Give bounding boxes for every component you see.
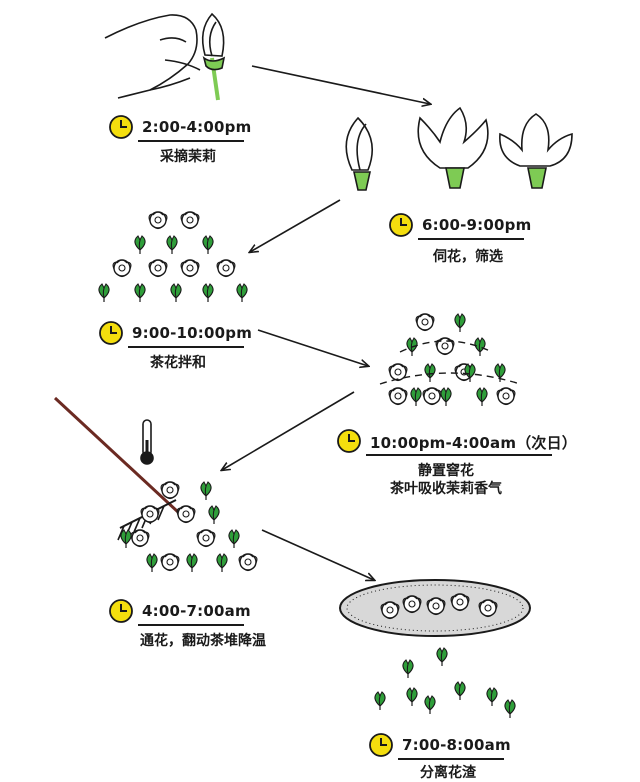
tea-leaf-icon: [98, 283, 110, 303]
jasmine-flower-icon: [140, 505, 160, 524]
tea-leaf-icon: [134, 235, 146, 255]
tea-leaf-icon: [374, 691, 386, 711]
tea-leaf-icon: [424, 695, 436, 715]
jasmine-flower-icon: [388, 387, 408, 406]
tea-leaf-icon: [186, 553, 198, 573]
jasmine-flower-icon: [160, 481, 180, 500]
tea-leaf-icon: [436, 647, 448, 667]
flow-arrow: [251, 65, 430, 104]
tea-leaf-icon: [120, 529, 132, 549]
jasmine-flower-icon: [426, 597, 446, 616]
jasmine-flower-icon: [130, 529, 150, 548]
jasmine-flower-icon: [402, 595, 422, 614]
flow-arrow: [261, 529, 374, 580]
jasmine-flower-icon: [148, 211, 168, 230]
tea-leaf-icon: [504, 699, 516, 719]
step-4-desc-2: 茶叶吸收茉莉香气: [390, 481, 502, 497]
tea-leaf-icon: [236, 283, 248, 303]
jasmine-flower-icon: [496, 387, 516, 406]
step-2-time: 6:00-9:00pm: [422, 216, 532, 234]
tea-leaf-icon: [410, 387, 422, 407]
jasmine-flower-icon: [196, 529, 216, 548]
tea-leaf-icon: [486, 687, 498, 707]
tea-leaf-icon: [228, 529, 240, 549]
jasmine-flower-icon: [180, 259, 200, 278]
clock-icon: [109, 599, 133, 623]
mixing-path: [379, 372, 521, 385]
jasmine-flower-icon: [478, 599, 498, 618]
tea-leaf-icon: [474, 337, 486, 357]
jasmine-flower-icon: [160, 553, 180, 572]
tea-leaf-icon: [146, 553, 158, 573]
tea-leaf-icon: [216, 553, 228, 573]
tea-leaf-icon: [402, 659, 414, 679]
step-2-desc: 伺花，筛选: [433, 249, 503, 265]
mixing-path: [399, 340, 493, 353]
jasmine-flower-icon: [216, 259, 236, 278]
tea-leaf-icon: [454, 681, 466, 701]
tea-leaf-icon: [208, 505, 220, 525]
jasmine-flower-icon: [148, 259, 168, 278]
jasmine-flower-icon: [380, 601, 400, 620]
jasmine-flower-icon: [112, 259, 132, 278]
tea-leaf-icon: [200, 481, 212, 501]
jasmine-flower-icon: [422, 387, 442, 406]
step-4-time: 10:00pm-4:00am（次日）: [370, 434, 578, 452]
step-6-time: 7:00-8:00am: [402, 736, 511, 754]
step-1-time: 2:00-4:00pm: [142, 118, 252, 136]
jasmine-flower-icon: [180, 211, 200, 230]
flow-arrow: [222, 391, 355, 470]
tea-leaf-icon: [476, 387, 488, 407]
step-6-desc: 分离花渣: [420, 765, 476, 781]
clock-icon: [389, 213, 413, 237]
tea-leaf-icon: [202, 235, 214, 255]
tea-leaf-icon: [134, 283, 146, 303]
hand-picking-flower-icon: [104, 12, 226, 101]
clock-icon: [337, 429, 361, 453]
tea-leaf-icon: [170, 283, 182, 303]
tea-leaf-icon: [202, 283, 214, 303]
clock-icon: [99, 321, 123, 345]
tea-leaf-icon: [454, 313, 466, 333]
jasmine-flower-icon: [238, 553, 258, 572]
flow-arrow: [250, 199, 341, 252]
rake-icon: [53, 396, 180, 541]
step-5-time: 4:00-7:00am: [142, 602, 251, 620]
jasmine-flower-icon: [415, 313, 435, 332]
tea-leaf-icon: [406, 687, 418, 707]
clock-icon: [109, 115, 133, 139]
step-5-desc: 通花，翻动茶堆降温: [140, 633, 266, 649]
thermometer-icon: [140, 419, 154, 465]
flow-arrow: [257, 329, 368, 366]
tea-leaf-icon: [440, 387, 452, 407]
step-3-desc: 茶花拌和: [150, 355, 206, 371]
step-1-desc: 采摘茉莉: [160, 149, 216, 165]
step-3-time: 9:00-10:00pm: [132, 324, 253, 342]
jasmine-flower-icon: [450, 593, 470, 612]
jasmine-bud-icon: [345, 106, 573, 191]
step-4-desc: 静置窨花: [418, 463, 474, 479]
clock-icon: [369, 733, 393, 757]
jasmine-flower-icon: [176, 505, 196, 524]
tea-leaf-icon: [166, 235, 178, 255]
